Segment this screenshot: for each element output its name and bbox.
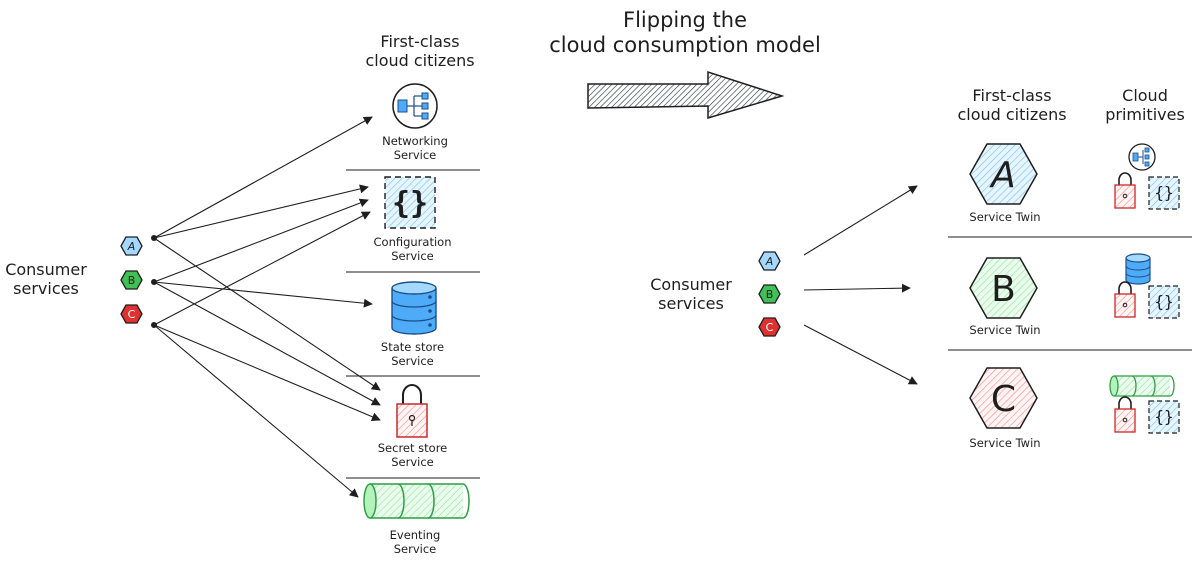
primitive-configuration-icon: {} (1148, 400, 1180, 434)
primitive-padlock-icon (1114, 396, 1136, 433)
right-consumer-b-hex (758, 284, 781, 304)
right-separators (948, 236, 1192, 351)
primitive-padlock-icon (1114, 172, 1136, 209)
twin-b-label: Service Twin (969, 323, 1041, 337)
svg-text:{}: {} (1154, 292, 1173, 311)
primitive-configuration-icon: {} (1148, 176, 1180, 210)
left-consumer-c-hex (120, 304, 143, 324)
configuration-service-label: Configuration Service (373, 235, 452, 263)
left-consumer-b-hex (120, 270, 143, 290)
right-consumer-c-hex (758, 317, 781, 337)
left-separators (346, 169, 480, 479)
primitive-queue-icon (1109, 375, 1175, 397)
left-consumer-b-letter: B (128, 274, 136, 287)
twin-c-label: Service Twin (969, 436, 1041, 450)
twin-b-hex (969, 257, 1038, 319)
right-header-primitives: Cloud primitives (1105, 86, 1185, 125)
svg-text:{}: {} (1154, 183, 1173, 202)
left-consumer-label: Consumer services (5, 260, 87, 299)
twin-b-letter: B (991, 269, 1016, 310)
eventing-service-label: Eventing Service (389, 528, 441, 556)
right-arrows (803, 185, 918, 385)
svg-text:{}: {} (392, 186, 428, 221)
right-consumer-a-hex (758, 251, 781, 271)
left-consumer-c-letter: C (128, 308, 136, 321)
right-consumer-b-letter: B (766, 288, 774, 301)
left-header-citizens: First-class cloud citizens (365, 32, 475, 71)
left-consumer-a-hex (120, 236, 143, 256)
primitive-configuration-icon: {} (1148, 285, 1180, 319)
networking-service-label: Networking Service (382, 134, 448, 162)
networking-icon (392, 83, 438, 129)
diagram-title: Flipping the cloud consumption model (549, 8, 821, 58)
svg-text:{}: {} (1154, 407, 1173, 426)
flip-arrow (587, 70, 785, 120)
queue-icon (363, 483, 470, 519)
twin-c-letter: C (991, 379, 1016, 420)
twin-a-label: Service Twin (969, 210, 1041, 224)
primitive-networking-icon (1128, 143, 1156, 171)
left-arrows (153, 116, 381, 498)
database-icon (391, 281, 437, 335)
primitive-database-icon (1125, 253, 1151, 285)
twin-a-letter: A (989, 155, 1016, 196)
right-consumer-label: Consumer services (650, 275, 732, 314)
right-header-citizens: First-class cloud citizens (957, 86, 1067, 125)
right-consumer-a-letter: A (765, 255, 774, 268)
right-consumer-c-letter: C (766, 321, 774, 334)
configuration-icon: {} (384, 176, 436, 229)
state-store-service-label: State store Service (380, 340, 445, 368)
twin-c-hex (969, 367, 1038, 429)
primitive-padlock-icon (1114, 281, 1136, 318)
padlock-icon (396, 384, 428, 438)
secret-store-service-label: Secret store Service (377, 441, 448, 469)
twin-a-hex (969, 143, 1038, 205)
left-consumer-a-letter: A (127, 240, 136, 253)
